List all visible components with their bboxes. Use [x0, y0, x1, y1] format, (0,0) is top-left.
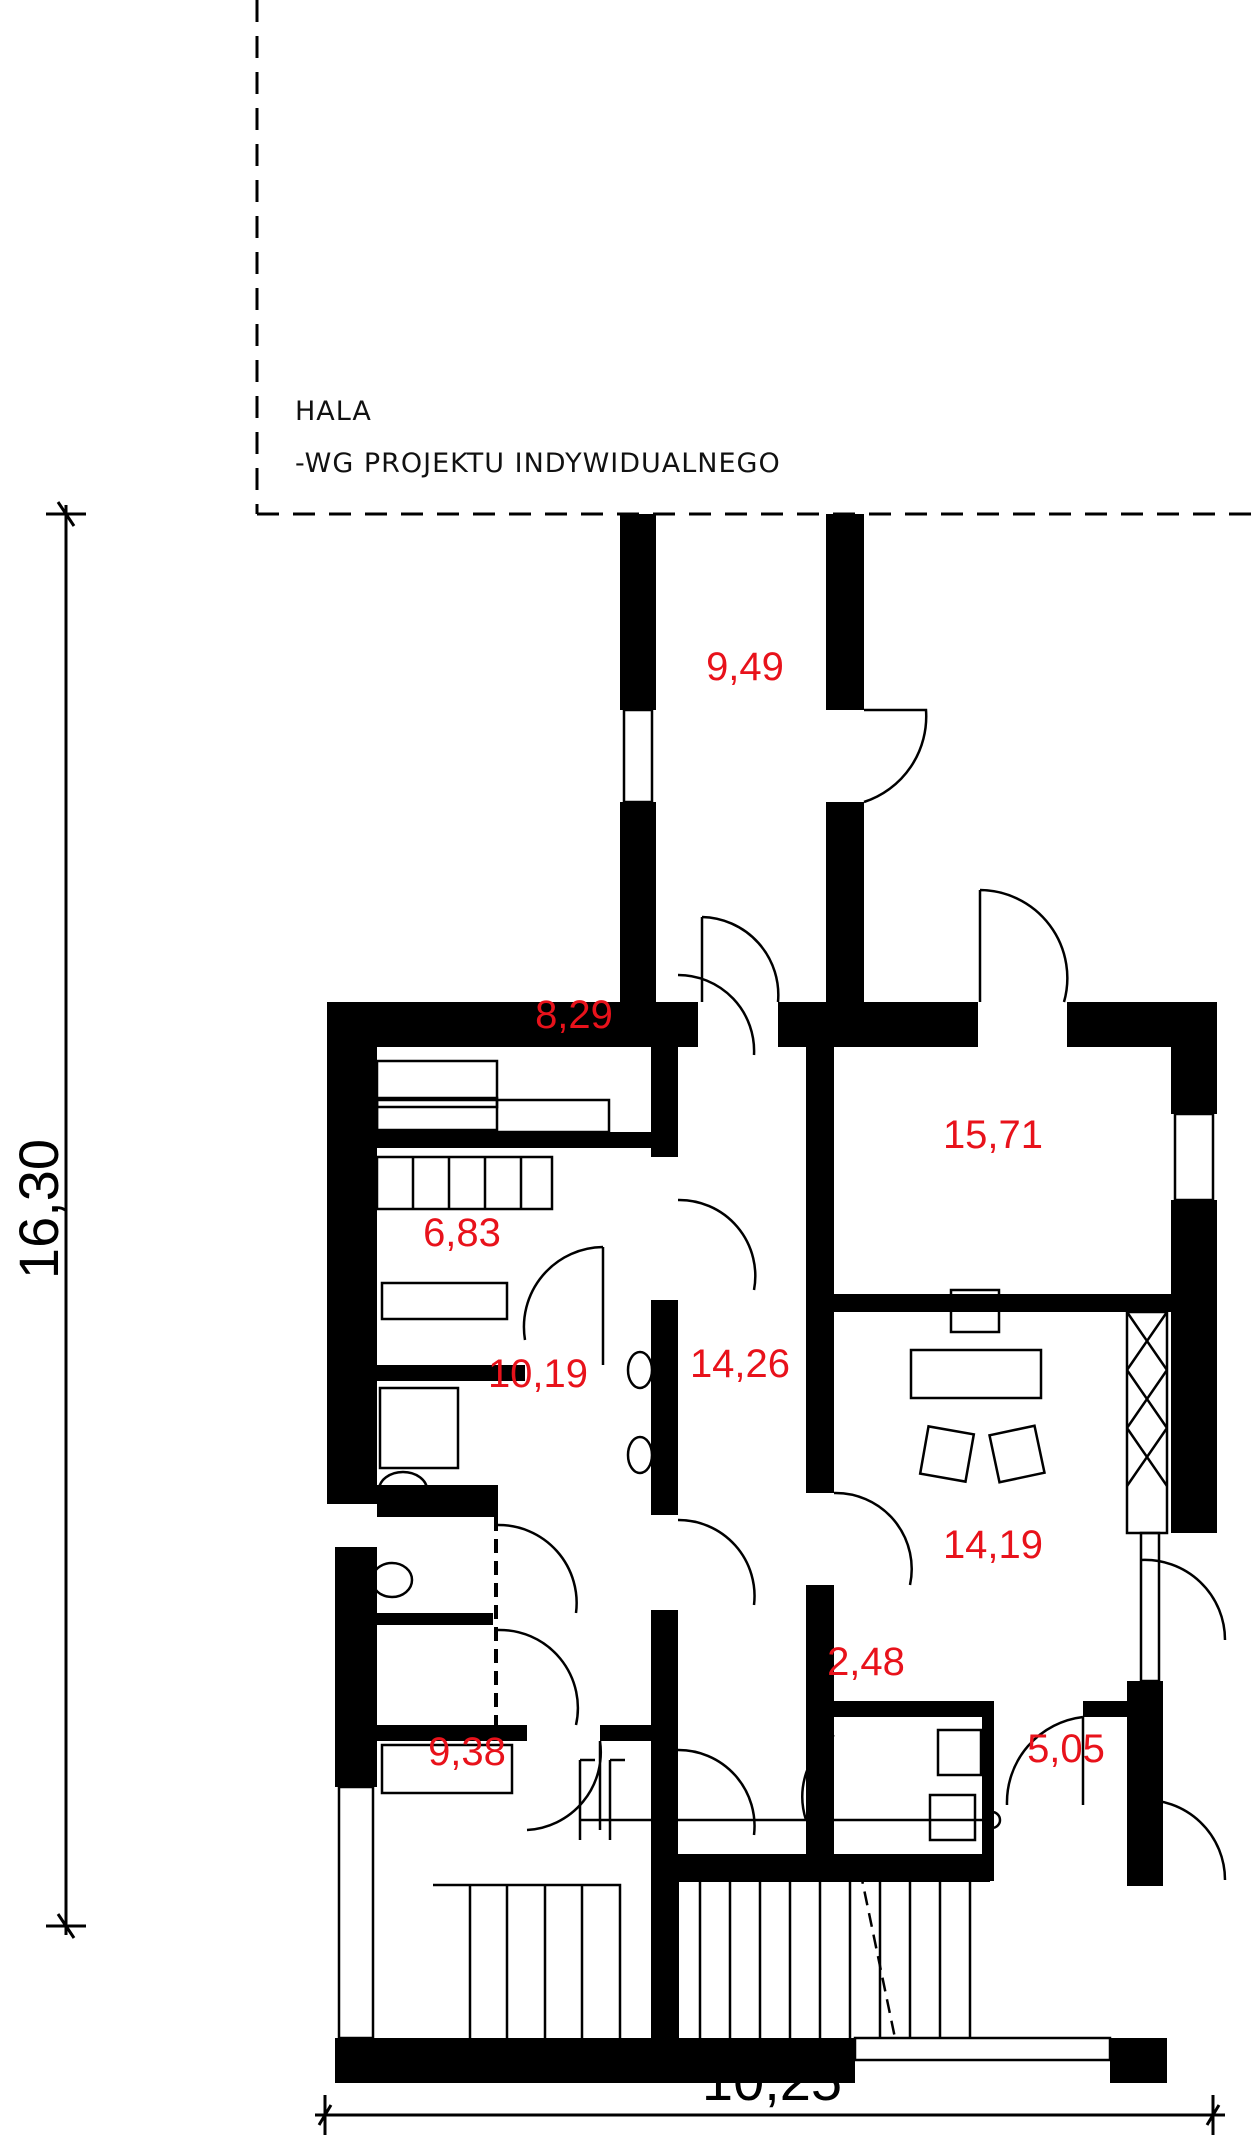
sink	[831, 920, 859, 960]
room-area-label: 10,19	[488, 1352, 588, 1396]
width-dimension-line	[315, 2095, 1225, 2135]
toilet	[370, 1561, 414, 1599]
room-areas: 9,49 8,29 15,71 6,83 10,19 14,26 14,19 2…	[423, 645, 1105, 1774]
furniture	[370, 920, 1046, 1842]
hall-outline	[255, 0, 1257, 516]
room-area-label: 9,38	[428, 1730, 506, 1774]
room-area-label: 2,48	[827, 1640, 905, 1684]
sink	[626, 1435, 654, 1475]
height-dimension-line	[46, 501, 86, 1939]
toilet	[377, 1470, 429, 1510]
monitor	[949, 1288, 1001, 1334]
kitchen-counter	[375, 1098, 611, 1134]
room-area-label: 6,83	[423, 1211, 501, 1255]
room-area-label: 14,19	[943, 1523, 1043, 1567]
washer	[378, 1386, 460, 1470]
room-area-label: 9,49	[706, 645, 784, 689]
room-area-label: 14,26	[690, 1342, 790, 1386]
armchair	[988, 1424, 1046, 1484]
wardrobe	[1125, 1310, 1169, 1535]
armchair	[918, 1424, 976, 1484]
desk	[909, 1348, 1043, 1400]
height-dimension-label: 16,30	[7, 1139, 70, 1279]
hall-note: -WG PROJEKTU INDYWIDUALNEGO	[295, 448, 781, 479]
storage-shelves	[375, 1155, 554, 1211]
doors[interactable]	[494, 708, 1227, 1881]
shower	[928, 1793, 977, 1842]
hall-label: HALA	[295, 396, 372, 427]
room-area-label: 8,29	[535, 993, 613, 1037]
walls	[327, 514, 1217, 2083]
room-area-label: 15,71	[943, 1113, 1043, 1157]
room-area-label: 5,05	[1027, 1727, 1105, 1771]
staircase	[433, 1758, 1002, 2039]
bathtub	[380, 1743, 514, 1795]
sink	[626, 1350, 654, 1390]
shelf	[380, 1281, 509, 1321]
dining-table	[375, 1059, 499, 1109]
